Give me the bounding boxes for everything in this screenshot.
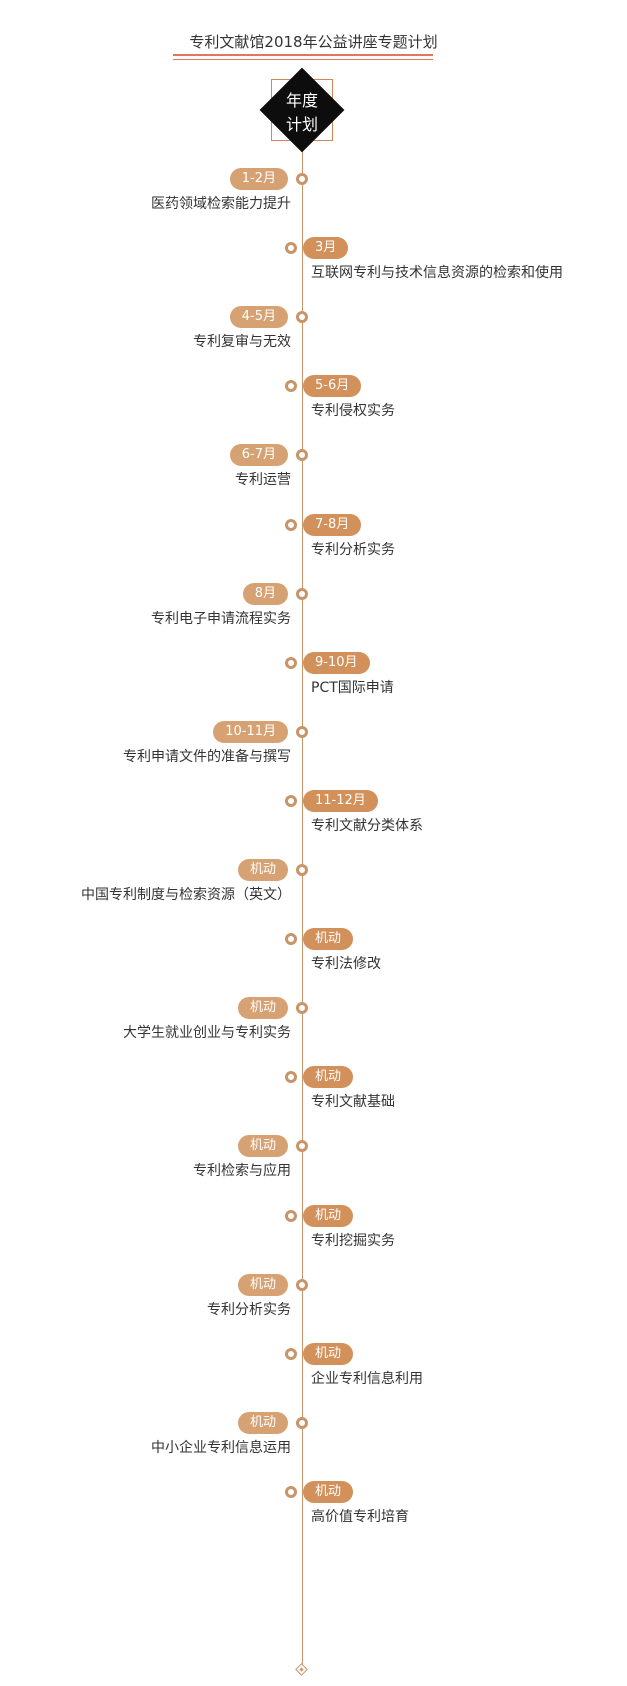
badge-line-1: 年度 bbox=[285, 91, 318, 110]
period-tag: 9-10月 bbox=[303, 652, 370, 674]
topic-label: 专利检索与应用 bbox=[193, 1163, 291, 1179]
timeline-node-icon bbox=[296, 311, 308, 323]
annual-plan-badge: 年度 计划 bbox=[262, 89, 342, 137]
title-underline-thick bbox=[173, 54, 433, 56]
timeline-node-icon bbox=[296, 173, 308, 185]
timeline-node-icon bbox=[296, 1279, 308, 1291]
timeline-node-icon bbox=[285, 1348, 297, 1360]
period-tag: 机动 bbox=[237, 859, 288, 881]
timeline-node-icon bbox=[285, 242, 297, 254]
topic-label: 医药领域检索能力提升 bbox=[151, 196, 291, 212]
timeline-node-icon bbox=[296, 1002, 308, 1014]
timeline-node-icon bbox=[285, 1210, 297, 1222]
topic-label: 专利挖掘实务 bbox=[311, 1233, 395, 1249]
period-tag: 1-2月 bbox=[229, 168, 288, 190]
period-tag: 5-6月 bbox=[303, 375, 362, 397]
timeline-node-icon bbox=[296, 1140, 308, 1152]
topic-label: 专利法修改 bbox=[311, 956, 381, 972]
period-tag: 6-7月 bbox=[229, 444, 288, 466]
topic-label: 大学生就业创业与专利实务 bbox=[123, 1025, 291, 1041]
period-tag: 机动 bbox=[237, 1412, 288, 1434]
period-tag: 11-12月 bbox=[303, 790, 378, 812]
timeline-end-diamond-icon bbox=[295, 1663, 308, 1676]
timeline-node-icon bbox=[296, 726, 308, 738]
topic-label: 中国专利制度与检索资源（英文） bbox=[81, 887, 291, 903]
timeline-node-icon bbox=[296, 449, 308, 461]
topic-label: 互联网专利与技术信息资源的检索和使用 bbox=[311, 265, 563, 281]
topic-label: 中小企业专利信息运用 bbox=[151, 1440, 291, 1456]
period-tag: 机动 bbox=[303, 928, 354, 950]
topic-label: 专利电子申请流程实务 bbox=[151, 611, 291, 627]
period-tag: 机动 bbox=[303, 1205, 354, 1227]
topic-label: PCT国际申请 bbox=[311, 680, 394, 696]
topic-label: 企业专利信息利用 bbox=[311, 1371, 423, 1387]
topic-label: 专利申请文件的准备与撰写 bbox=[123, 749, 291, 765]
topic-label: 专利分析实务 bbox=[311, 542, 395, 558]
topic-label: 高价值专利培育 bbox=[311, 1509, 409, 1525]
period-tag: 机动 bbox=[303, 1066, 354, 1088]
timeline-node-icon bbox=[296, 588, 308, 600]
period-tag: 7-8月 bbox=[303, 514, 362, 536]
period-tag: 机动 bbox=[237, 997, 288, 1019]
timeline-node-icon bbox=[285, 380, 297, 392]
timeline-node-icon bbox=[285, 1071, 297, 1083]
timeline-node-icon bbox=[296, 1417, 308, 1429]
topic-label: 专利文献分类体系 bbox=[311, 818, 423, 834]
period-tag: 机动 bbox=[237, 1135, 288, 1157]
topic-label: 专利分析实务 bbox=[207, 1302, 291, 1318]
badge-line-2: 计划 bbox=[285, 115, 318, 134]
period-tag: 10-11月 bbox=[213, 721, 288, 743]
period-tag: 8月 bbox=[242, 583, 288, 605]
timeline-node-icon bbox=[296, 864, 308, 876]
period-tag: 3月 bbox=[303, 237, 349, 259]
topic-label: 专利运营 bbox=[235, 472, 291, 488]
period-tag: 机动 bbox=[303, 1343, 354, 1365]
period-tag: 机动 bbox=[303, 1481, 354, 1503]
period-tag: 4-5月 bbox=[229, 306, 288, 328]
timeline-node-icon bbox=[285, 657, 297, 669]
timeline-axis bbox=[302, 150, 303, 1673]
topic-label: 专利文献基础 bbox=[311, 1094, 395, 1110]
title-underline-thin bbox=[173, 59, 433, 60]
timeline-node-icon bbox=[285, 519, 297, 531]
timeline-node-icon bbox=[285, 933, 297, 945]
topic-label: 专利复审与无效 bbox=[193, 334, 291, 350]
timeline-node-icon bbox=[285, 795, 297, 807]
timeline-node-icon bbox=[285, 1486, 297, 1498]
page-title: 专利文献馆2018年公益讲座专题计划 bbox=[189, 33, 438, 51]
period-tag: 机动 bbox=[237, 1274, 288, 1296]
topic-label: 专利侵权实务 bbox=[311, 403, 395, 419]
